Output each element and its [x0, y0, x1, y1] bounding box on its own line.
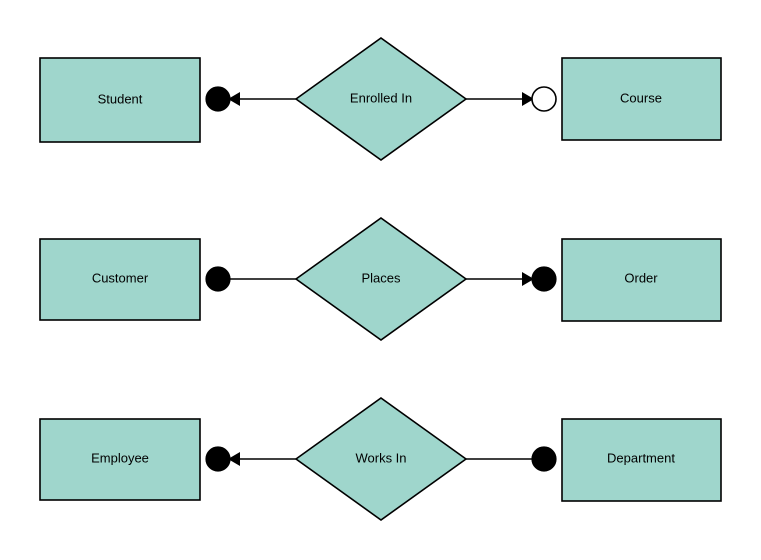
entity-box-department[interactable]: [561, 418, 722, 502]
relationship-diamond-places[interactable]: [294, 217, 468, 341]
cardinality-dot-filled-left-places[interactable]: [205, 266, 231, 292]
arrow-head-right-enrolled-in: [522, 92, 534, 106]
cardinality-dot-open-right-enrolled-in[interactable]: [531, 86, 557, 112]
cardinality-dot-filled-right-places[interactable]: [531, 266, 557, 292]
cardinality-dot-filled-left-enrolled-in[interactable]: [205, 86, 231, 112]
relationship-diamond-works-in[interactable]: [294, 397, 468, 521]
arrow-head-right-places: [522, 272, 534, 286]
entity-box-customer[interactable]: [39, 238, 201, 321]
arrow-head-left-works-in: [228, 452, 240, 466]
entity-box-student[interactable]: [39, 57, 201, 143]
entity-box-order[interactable]: [561, 238, 722, 322]
arrow-head-left-enrolled-in: [228, 92, 240, 106]
entity-box-course[interactable]: [561, 57, 722, 141]
cardinality-dot-filled-right-works-in[interactable]: [531, 446, 557, 472]
relationship-diamond-enrolled-in[interactable]: [294, 37, 468, 161]
cardinality-dot-filled-left-works-in[interactable]: [205, 446, 231, 472]
entity-box-employee[interactable]: [39, 418, 201, 501]
